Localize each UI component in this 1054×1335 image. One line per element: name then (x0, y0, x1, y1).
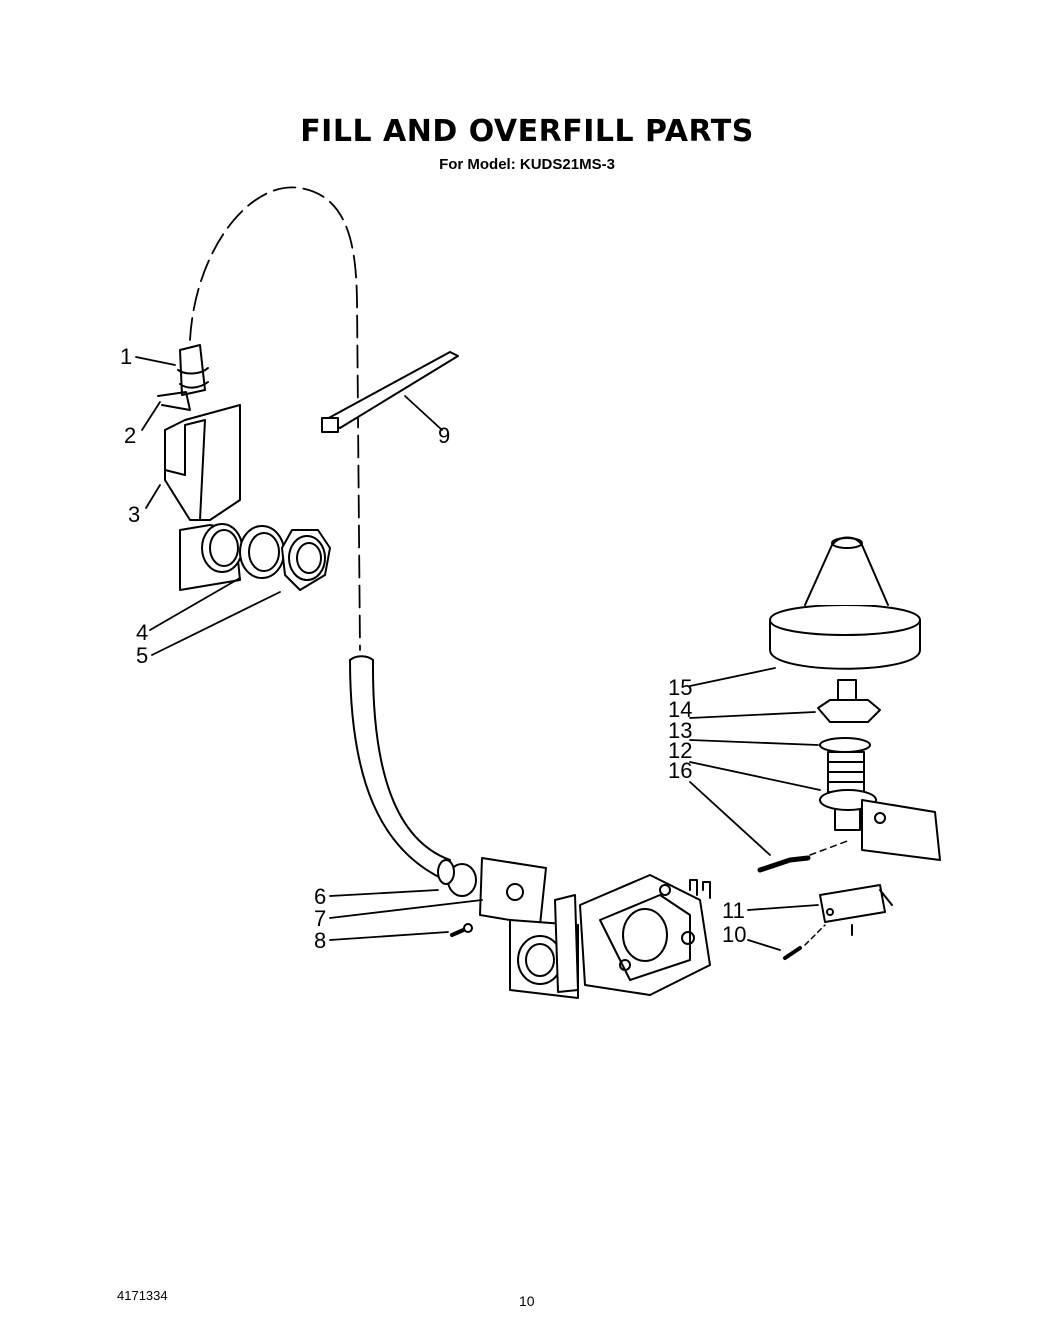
callout-11: 11 (722, 898, 745, 923)
callout-1: 1 (120, 344, 132, 369)
lever-part-16 (757, 855, 811, 873)
page-number: 10 (519, 1293, 535, 1309)
lower-hose (349, 655, 451, 881)
nut-part-5 (281, 529, 331, 591)
callout-9: 9 (438, 423, 450, 448)
callout-2: 2 (124, 423, 136, 448)
callout-3: 3 (128, 502, 140, 527)
water-valve (509, 874, 711, 999)
callout-13: 13 (668, 718, 692, 743)
screw-part-10 (783, 924, 826, 960)
bracket-plate-part-7 (479, 857, 547, 926)
callout-16: 16 (668, 758, 692, 783)
callout-4: 4 (136, 620, 148, 645)
micro-switch-part-11 (819, 884, 893, 936)
page-title: FILL AND OVERFILL PARTS (300, 114, 754, 149)
callout-15: 15 (668, 675, 692, 700)
callout-labels: 1 2 3 4 5 6 7 8 9 10 11 12 13 14 15 16 (120, 344, 746, 953)
fill-hose-dashed (189, 186, 361, 651)
washer-part-4 (239, 525, 285, 579)
callout-5: 5 (136, 643, 148, 668)
document-number: 4171334 (117, 1288, 168, 1303)
callout-7: 7 (314, 906, 326, 931)
cable-tie-part-9 (321, 351, 459, 433)
float-part-15 (769, 536, 921, 670)
callout-8: 8 (314, 928, 326, 953)
hose-clamp-part-6 (437, 859, 477, 897)
model-subtitle: For Model: KUDS21MS-3 (439, 156, 615, 173)
washer-part-13 (819, 737, 871, 753)
leader-lines (135, 356, 821, 951)
callout-6: 6 (314, 884, 326, 909)
nut-part-14 (817, 699, 881, 723)
callout-14: 14 (668, 697, 692, 722)
callout-12: 12 (668, 738, 692, 763)
fill-inlet-assembly (157, 344, 243, 591)
callout-10: 10 (722, 922, 746, 947)
screw-part-8 (450, 923, 473, 937)
float-switch-stack (817, 679, 941, 861)
